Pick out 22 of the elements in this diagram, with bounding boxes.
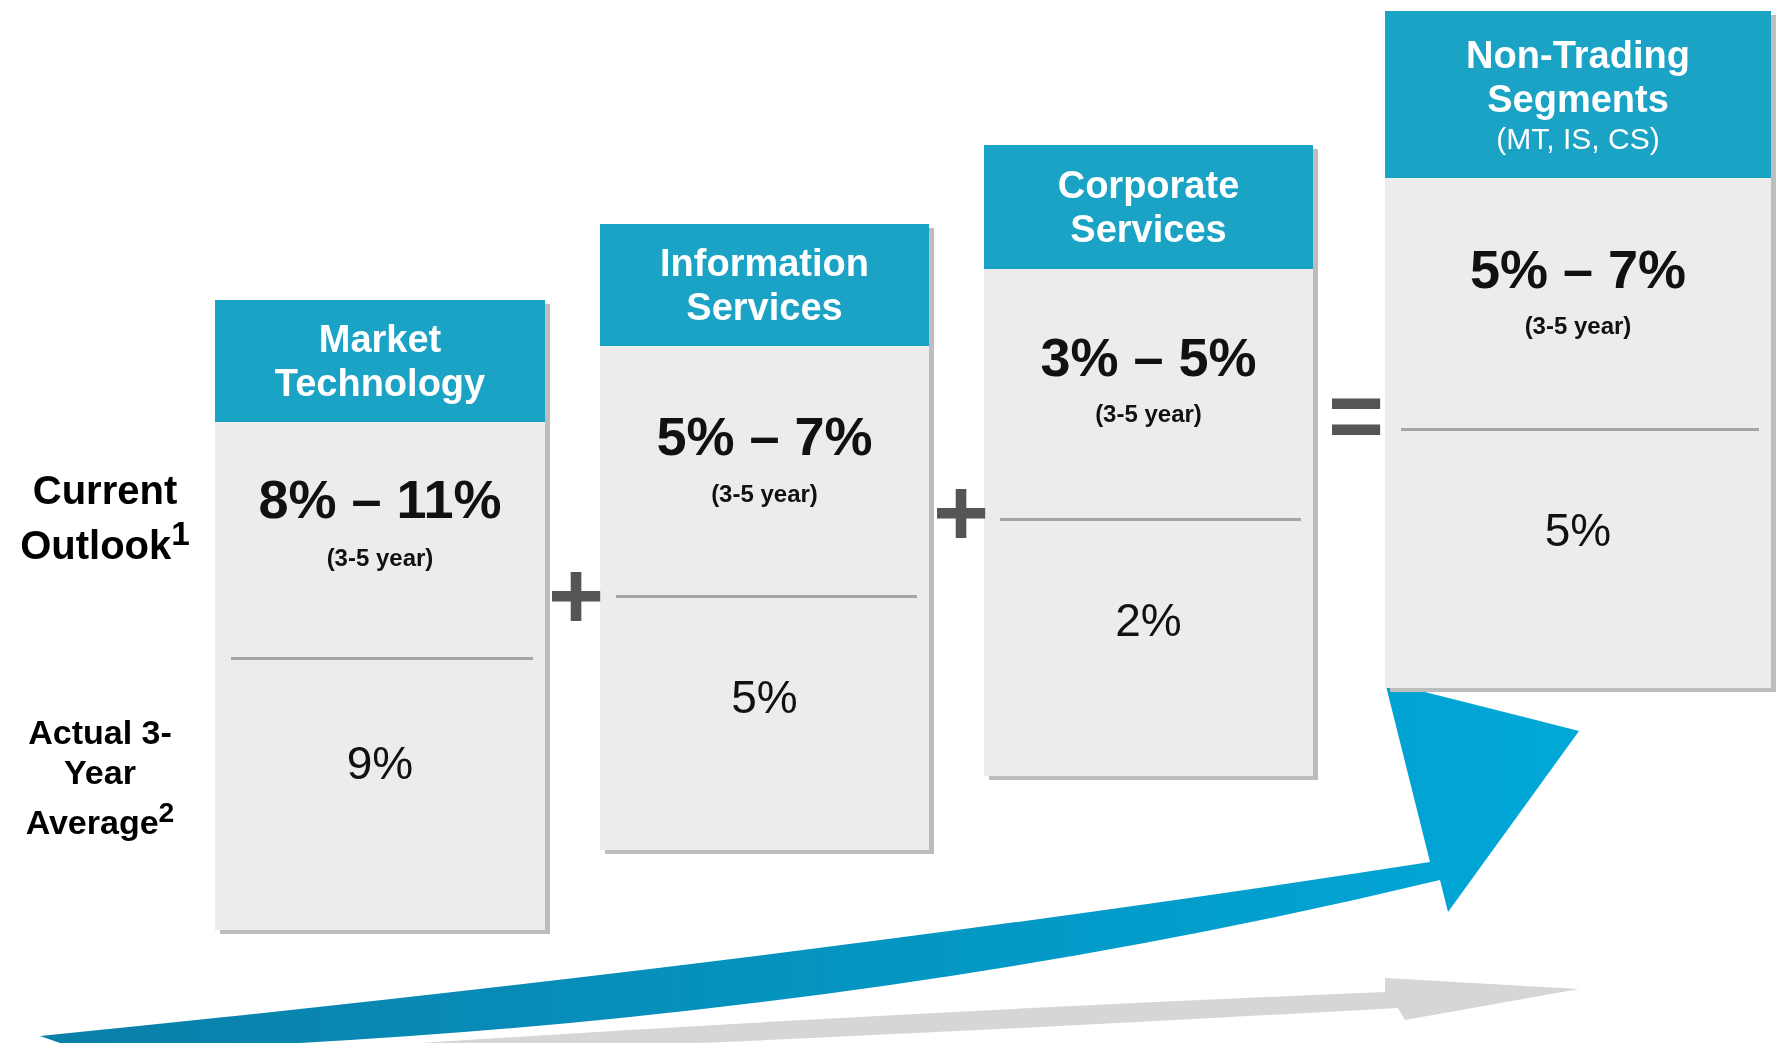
period-note: (3-5 year) bbox=[1094, 400, 1203, 428]
actual-value: 5% bbox=[730, 670, 799, 724]
row-label: Actual 3-Year Average$^{2}$ bbox=[24, 712, 176, 843]
period-note: (3-5 year) bbox=[710, 480, 819, 508]
actual-value: 5% bbox=[1543, 503, 1613, 557]
equals-sign: = bbox=[1328, 368, 1385, 464]
segment-title: Corporate Services bbox=[1056, 163, 1241, 251]
row-label: Current Outlook$^{1}$ bbox=[19, 468, 191, 568]
segment-title: Information Services bbox=[659, 241, 870, 329]
outlook-range: 3% – 5% bbox=[1039, 326, 1258, 388]
outlook-range: 5% – 7% bbox=[1468, 238, 1688, 300]
plus-sign: + bbox=[933, 465, 990, 561]
plus-sign: + bbox=[548, 548, 605, 644]
actual-value: 2% bbox=[1114, 593, 1183, 647]
segment-title: Non-Trading Segments bbox=[1465, 32, 1691, 121]
period-note: (3-5 year) bbox=[1523, 312, 1633, 340]
segment-title: Market Technology bbox=[273, 317, 487, 405]
period-note: (3-5 year) bbox=[325, 544, 435, 572]
outlook-range: 8% – 11% bbox=[257, 468, 503, 530]
segment-subtitle: (MT, IS, CS) bbox=[1496, 120, 1660, 157]
actual-value: 9% bbox=[345, 736, 415, 790]
outlook-range: 5% – 7% bbox=[655, 405, 874, 467]
